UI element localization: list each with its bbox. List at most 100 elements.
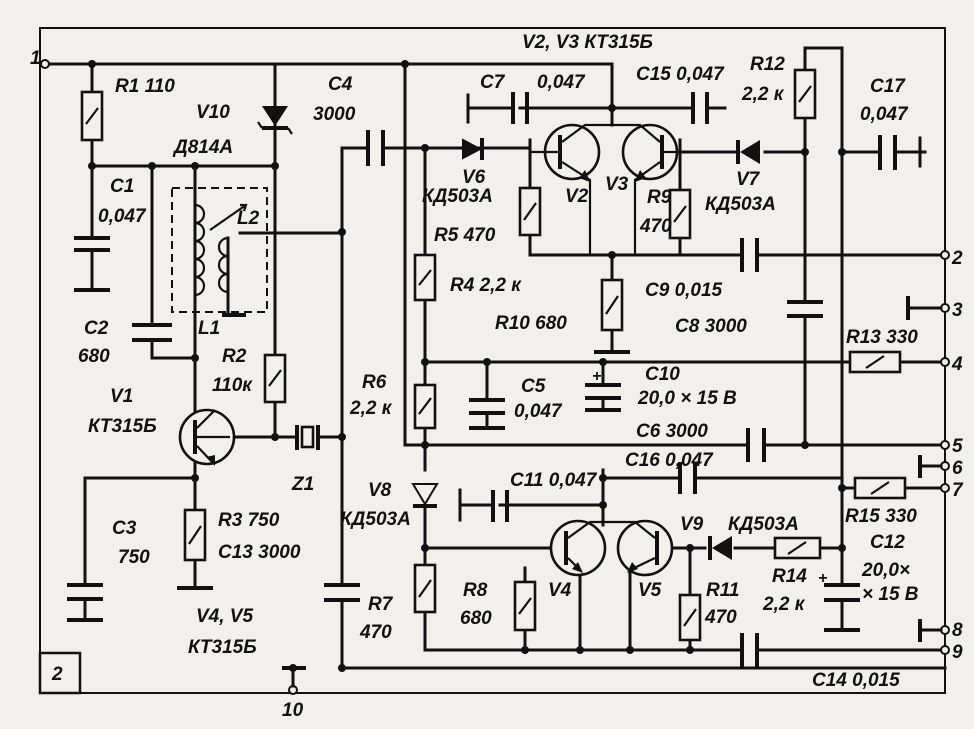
label-c14: C14 0,015	[812, 670, 900, 691]
label-c12: C12	[870, 532, 905, 553]
zener-v10	[257, 62, 293, 135]
label-c3: C3	[112, 518, 137, 539]
capacitor-c6	[746, 428, 766, 462]
label-c8: C8 3000	[675, 316, 747, 337]
label-r7-val: 470	[359, 622, 392, 643]
label-n5: 5	[952, 436, 963, 457]
label-c13: C13 3000	[218, 542, 301, 563]
inductor-l2	[209, 203, 248, 294]
capacitor-c10	[585, 383, 621, 400]
capacitor-c3	[67, 583, 103, 601]
label-v2: V2	[565, 186, 589, 207]
label-v5: V5	[638, 580, 662, 601]
label-n9: 9	[952, 642, 963, 663]
capacitor-c8	[787, 300, 823, 318]
label-v4: V4	[548, 580, 572, 601]
label-r9: R9	[647, 187, 672, 208]
label-node1: 1	[30, 48, 41, 69]
junctions	[88, 60, 846, 672]
svg-text:+: +	[592, 368, 601, 385]
label-v8-type: КД503А	[340, 509, 411, 530]
capacitor-c14	[740, 633, 759, 667]
capacitor-c9	[740, 238, 759, 272]
transistor-v3	[612, 123, 680, 255]
label-c7-val: 0,047	[537, 72, 586, 93]
capacitor-c17	[878, 135, 897, 170]
label-r14: R14	[772, 566, 807, 587]
label-c4-val: 3000	[313, 104, 356, 125]
label-r11: R11	[706, 580, 739, 601]
label-r4: R4 2,2 к	[450, 275, 522, 296]
label-r11-val: 470	[704, 607, 737, 628]
label-c15: C15 0,047	[636, 64, 725, 85]
label-r6-val: 2,2 к	[349, 398, 393, 419]
capacitor-c13	[324, 583, 360, 602]
label-r8: R8	[463, 580, 488, 601]
label-n8: 8	[952, 620, 963, 641]
capacitor-c16	[678, 462, 697, 494]
label-v1: V1	[110, 386, 133, 407]
label-v2v3: V2, V3 КТ315Б	[522, 32, 653, 53]
transistor-v1	[178, 408, 236, 466]
label-v9-type: КД503А	[728, 514, 799, 535]
label-r3: R3 750	[218, 510, 280, 531]
label-c5-val: 0,047	[514, 401, 563, 422]
label-r13: R13 330	[846, 327, 918, 348]
diode-v9	[708, 536, 732, 560]
diode-v7	[736, 140, 760, 164]
label-v3: V3	[605, 174, 629, 195]
label-r6: R6	[362, 372, 387, 393]
label-r1: R1 110	[115, 76, 175, 97]
capacitors	[67, 92, 897, 667]
label-c10-val: 20,0 × 15 В	[637, 388, 737, 409]
label-v7-type: КД503А	[705, 194, 776, 215]
label-v4v5: V4, V5	[196, 606, 253, 627]
label-r15: R15 330	[845, 506, 917, 527]
label-c12-val2: × 15 В	[862, 584, 919, 605]
label-c10: C10	[645, 364, 680, 385]
label-v7: V7	[736, 169, 761, 190]
label-c5: C5	[521, 376, 546, 397]
label-z1: Z1	[291, 474, 314, 495]
resistors	[80, 68, 907, 642]
label-r12: R12	[750, 54, 785, 75]
label-c12-val: 20,0×	[861, 560, 910, 581]
label-r5: R5 470	[434, 225, 496, 246]
filter-z1	[295, 425, 320, 450]
transistor-v5	[603, 519, 674, 577]
shield-box	[171, 187, 268, 313]
label-n2: 2	[951, 248, 963, 269]
label-v4v5-type: КТ315Б	[188, 637, 257, 658]
label-r2-val: 110к	[212, 375, 253, 396]
transistor-v2	[530, 123, 612, 255]
transistor-v4	[549, 519, 607, 577]
label-n7: 7	[952, 480, 964, 501]
labels: 1 R1 110 V10 Д814А C4 3000 V2, V3 КТ315Б…	[30, 32, 964, 721]
diodes	[257, 62, 760, 560]
label-n6: 6	[952, 458, 963, 479]
label-c6: C6 3000	[636, 421, 708, 442]
inductor-l1	[194, 203, 206, 297]
label-r7: R7	[368, 594, 394, 615]
label-v9: V9	[680, 514, 704, 535]
label-r14-val: 2,2 к	[762, 594, 806, 615]
label-c11: C11 0,047	[510, 470, 598, 491]
label-n3: 3	[952, 300, 963, 321]
svg-text:+: +	[818, 570, 827, 587]
label-c4: C4	[328, 74, 353, 95]
label-n10: 10	[282, 700, 304, 721]
label-n4: 4	[951, 354, 963, 375]
label-l1: L1	[198, 318, 220, 339]
label-c3-val: 750	[118, 547, 150, 568]
capacitor-c12	[824, 583, 860, 602]
capacitor-c1	[74, 236, 110, 252]
diode-v8	[411, 483, 439, 508]
label-c9: C9 0,015	[645, 280, 723, 301]
label-v6: V6	[462, 167, 486, 188]
label-c2: C2	[84, 318, 109, 339]
label-c2-val: 680	[78, 346, 110, 367]
figure-number-box	[38, 651, 82, 695]
capacitor-c2	[132, 323, 172, 342]
label-v8: V8	[368, 480, 392, 501]
